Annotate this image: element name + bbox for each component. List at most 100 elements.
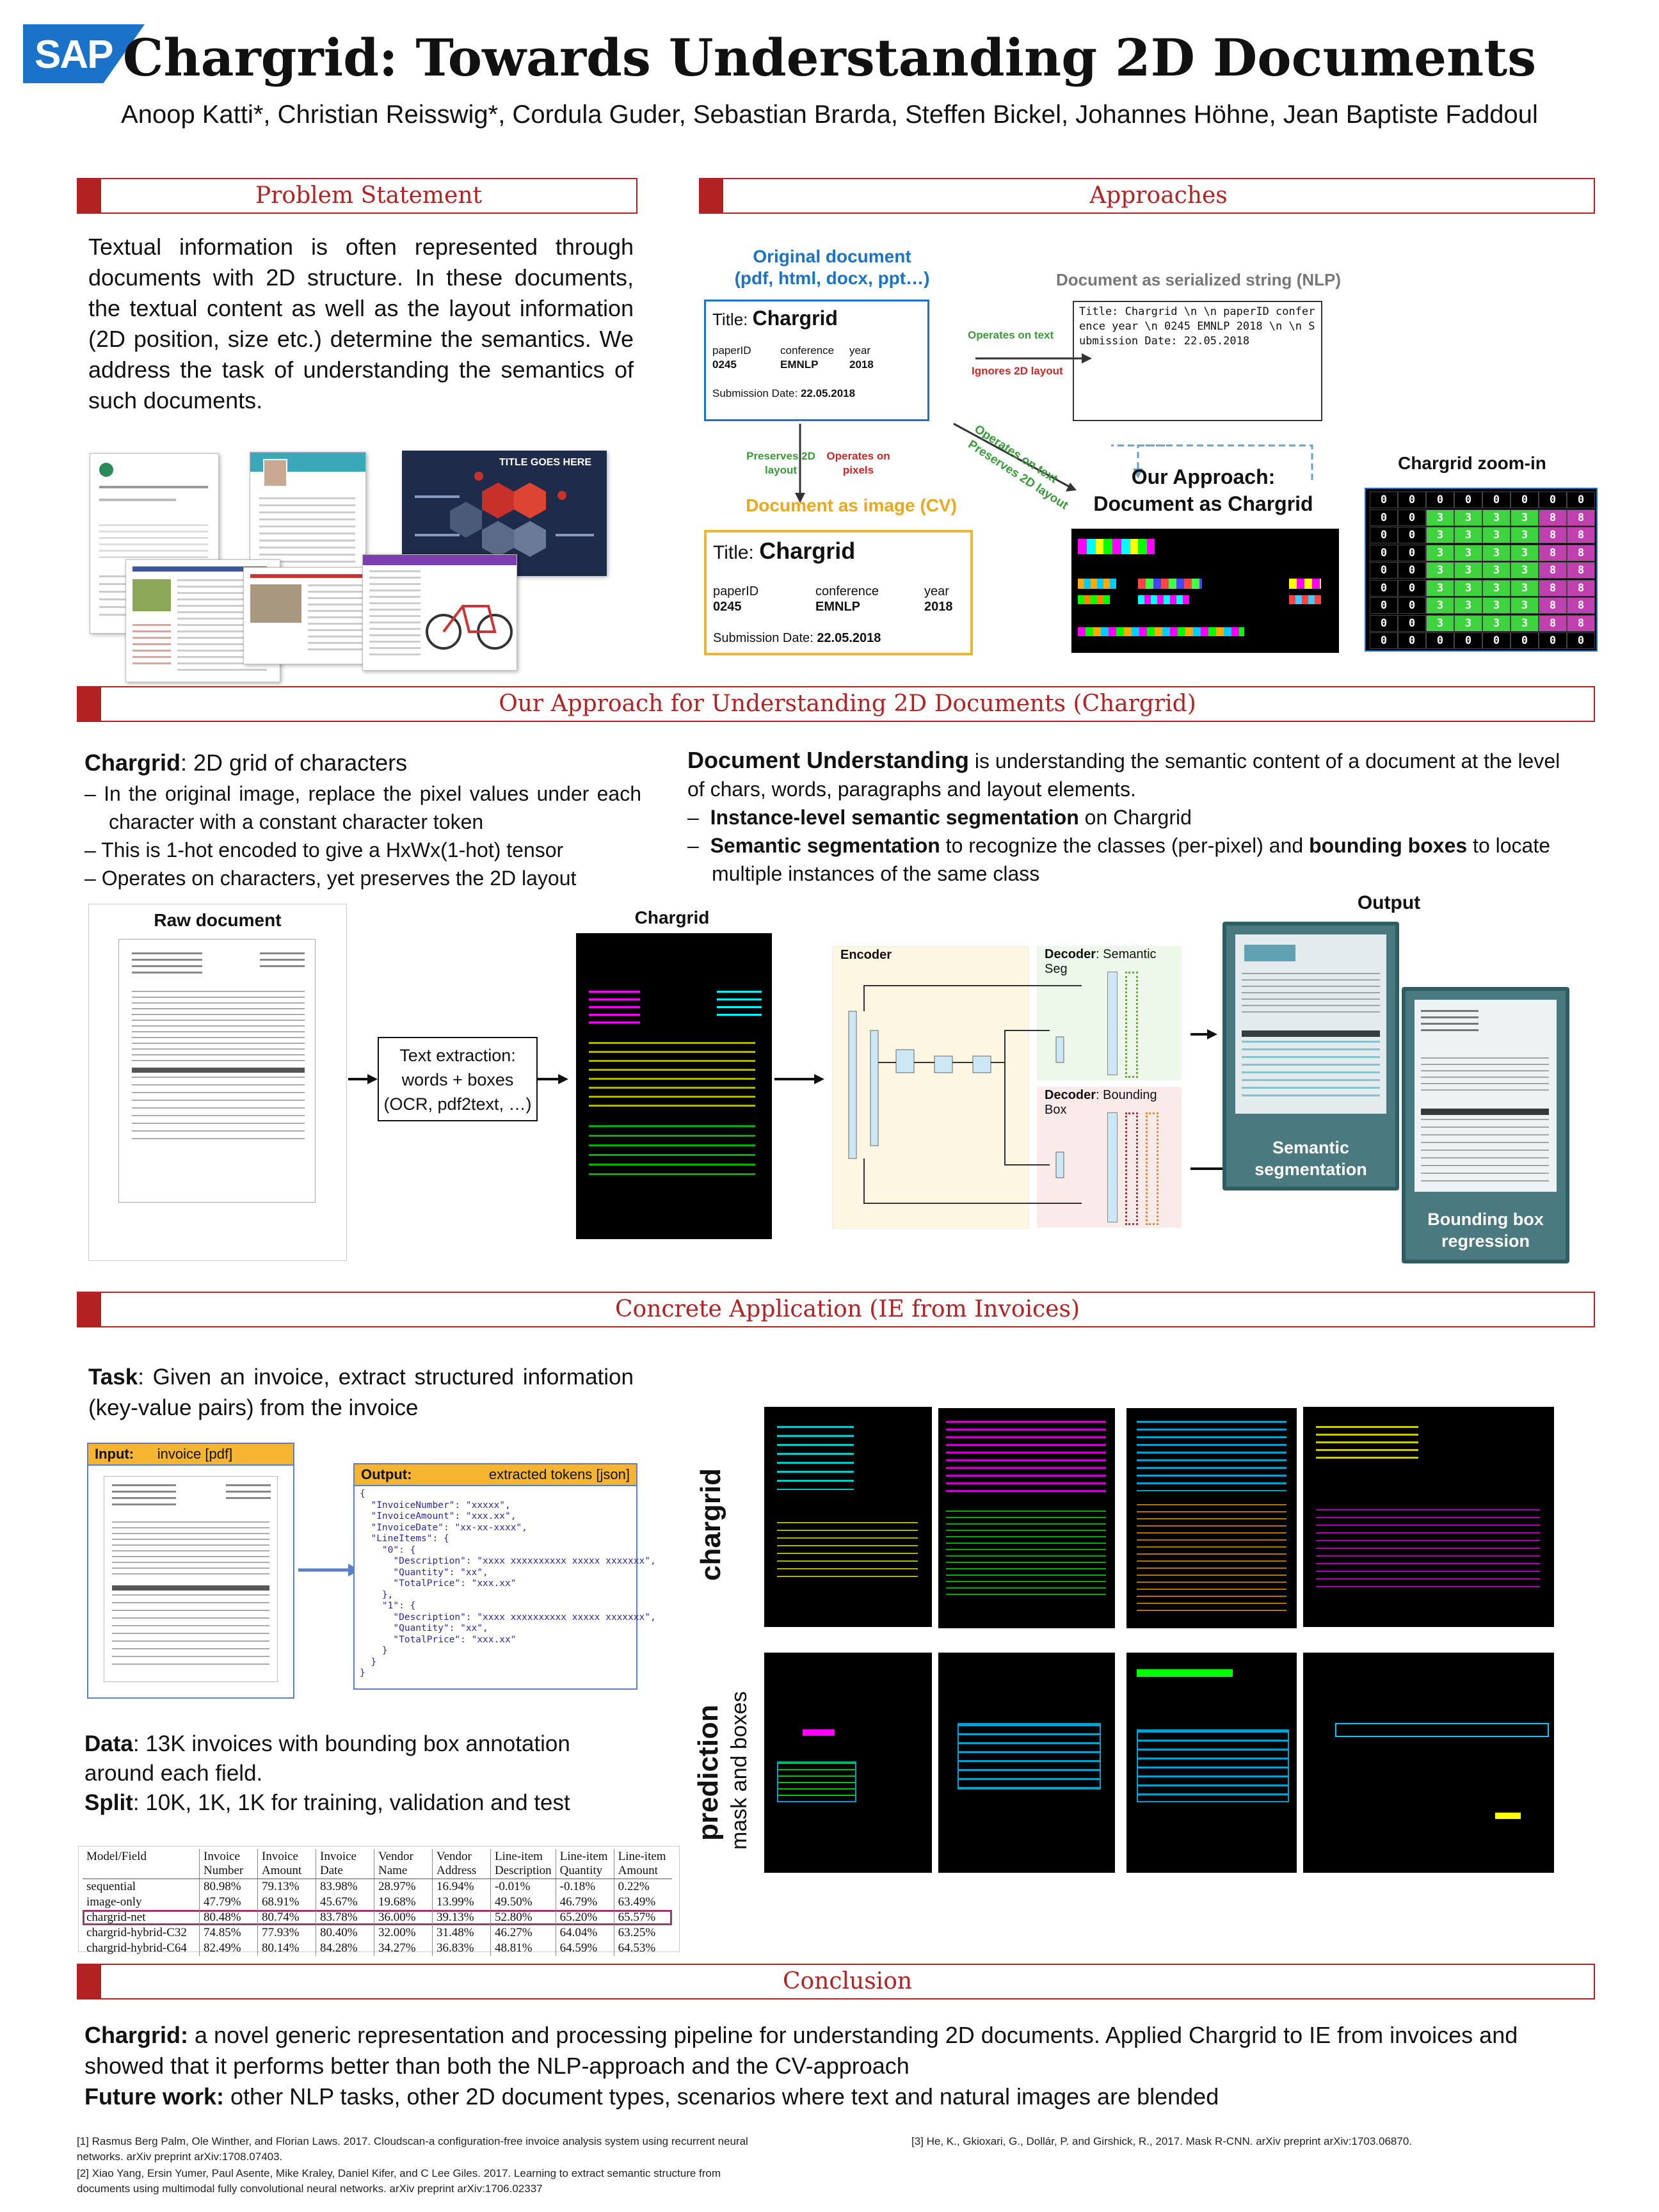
preserves-2d-label: Preserves 2D layout — [746, 450, 815, 476]
table-cell: 79.13% — [257, 1879, 316, 1895]
input-output-arrow — [298, 1564, 360, 1576]
zoom-grid-cell: 3 — [1426, 509, 1454, 526]
approaches-heading-bar: Approaches — [699, 178, 1595, 214]
table-cell: 13.99% — [432, 1895, 491, 1910]
zoom-grid-cell: 3 — [1511, 579, 1539, 597]
table-cell: 65.57% — [613, 1910, 672, 1925]
zoom-grid-cell: 0 — [1370, 614, 1398, 632]
prediction-sample-4 — [1303, 1653, 1554, 1873]
zoom-grid-cell: 3 — [1482, 597, 1511, 614]
chargrid-sample-1 — [764, 1407, 932, 1627]
zoom-grid-cell: 0 — [1454, 492, 1482, 508]
application-heading: Concrete Application (IE from Invoices) — [614, 1296, 1080, 1322]
zoom-grid-cell: 0 — [1511, 492, 1539, 508]
zoom-grid-cell: 3 — [1426, 579, 1454, 597]
our-approach-heading: Our Approach for Understanding 2D Docume… — [499, 691, 1196, 717]
zoom-grid-cell: 0 — [1370, 597, 1398, 614]
zoom-grid-cell: 8 — [1567, 527, 1595, 543]
table-cell: 52.80% — [490, 1910, 556, 1925]
poster-title: Chargrid: Towards Understanding 2D Docum… — [122, 28, 1537, 88]
encoder-panel: Encoder — [832, 946, 1029, 1229]
table-cell: 16.94% — [432, 1879, 491, 1895]
prediction-sample-2 — [938, 1653, 1115, 1873]
table-cell: 39.13% — [432, 1910, 491, 1925]
zoom-grid-cell: 0 — [1398, 492, 1426, 508]
zoom-grid-cell: 3 — [1511, 562, 1539, 579]
table-cell: chargrid-net — [86, 1911, 146, 1924]
raw-document-panel: Raw document — [88, 904, 347, 1261]
table-cell: 36.83% — [432, 1941, 491, 1956]
zoom-grid-cell: 0 — [1370, 632, 1398, 649]
zoom-grid-cell: 3 — [1482, 579, 1511, 597]
zoom-grid-cell: 0 — [1426, 492, 1454, 508]
conclusion-text: Chargrid: a novel generic representation… — [84, 2022, 1518, 2110]
conclusion-heading: Conclusion — [782, 1968, 913, 1994]
zoom-grid-cell: 8 — [1539, 579, 1567, 597]
table-cell: 0.22% — [613, 1879, 672, 1895]
table-cell: chargrid-hybrid-C32 — [86, 1926, 187, 1939]
chargrid-definition: Chargrid: 2D grid of characters — [84, 749, 408, 776]
zoom-grid-cell: 0 — [1454, 632, 1482, 649]
zoom-grid-cell: 3 — [1454, 614, 1482, 632]
table-cell: 77.93% — [257, 1925, 316, 1941]
zoom-grid-cell: 3 — [1454, 562, 1482, 579]
table-cell: sequential — [86, 1880, 136, 1893]
ignores-2d-label: Ignores 2D layout — [972, 365, 1063, 377]
zoom-grid-cell: 0 — [1482, 632, 1511, 649]
table-cell: 68.91% — [257, 1895, 316, 1910]
problem-heading-bar: Problem Statement — [77, 178, 637, 214]
table-cell: 64.04% — [555, 1925, 614, 1941]
zoom-grid-cell: 3 — [1511, 544, 1539, 561]
output-title: Output — [1357, 892, 1421, 913]
zoom-grid-cell: 0 — [1539, 492, 1567, 508]
chargrid-pipeline-image — [576, 933, 772, 1239]
problem-text: Textual information is often represented… — [88, 234, 634, 413]
zoom-grid-cell: 8 — [1567, 509, 1595, 526]
zoom-grid-cell: 3 — [1454, 597, 1482, 614]
zoom-grid-cell: 0 — [1398, 614, 1426, 632]
zoom-grid-cell: 0 — [1398, 632, 1426, 649]
table-cell: 80.48% — [199, 1910, 258, 1925]
zoom-grid-cell: 3 — [1454, 544, 1482, 561]
table-header-cell: Invoice Amount — [257, 1849, 316, 1879]
zoom-grid-cell: 3 — [1426, 562, 1454, 579]
our-approach-label: Our Approach: Document as Chargrid — [1093, 465, 1313, 515]
zoom-grid-cell: 0 — [1426, 632, 1454, 649]
input-invoice-box: Input: invoice [pdf] — [87, 1443, 294, 1699]
zoom-grid-cell: 3 — [1511, 614, 1539, 632]
chargrid-bullet: – Operates on characters, yet preserves … — [84, 867, 577, 890]
table-cell: 82.49% — [199, 1941, 258, 1956]
reference-2: [2] Xiao Yang, Ersin Yumer, Paul Asente,… — [77, 2167, 721, 2195]
zoom-grid-cell: 0 — [1567, 632, 1595, 649]
doc-understanding-text: Document Understanding is understanding … — [687, 747, 1560, 885]
table-cell: -0.01% — [490, 1879, 556, 1895]
zoom-grid-cell: 3 — [1454, 579, 1482, 597]
zoom-grid-cell: 3 — [1426, 544, 1454, 561]
table-header-cell: Line-item Description — [490, 1849, 556, 1879]
side-label-prediction: prediction — [693, 1704, 724, 1841]
table-header-cell: Vendor Address — [432, 1849, 491, 1879]
table-cell: 34.27% — [374, 1941, 433, 1956]
chargrid-sample-3 — [1126, 1408, 1297, 1628]
zoom-grid-cell: 0 — [1398, 579, 1426, 597]
table-cell: 28.97% — [374, 1879, 433, 1895]
zoom-grid-cell: 0 — [1398, 544, 1426, 561]
zoom-grid-cell: 8 — [1567, 597, 1595, 614]
table-cell: 49.50% — [490, 1895, 556, 1910]
zoom-grid-cell: 0 — [1539, 632, 1567, 649]
zoom-grid-cell: 3 — [1426, 614, 1454, 632]
zoom-grid-cell: 8 — [1539, 562, 1567, 579]
zoom-grid-cell: 3 — [1426, 527, 1454, 543]
zoom-grid-cell: 0 — [1370, 562, 1398, 579]
table-cell: 80.98% — [199, 1879, 258, 1895]
table-cell: 84.28% — [316, 1941, 374, 1956]
decoder-seg-panel: Decoder: Semantic Seg — [1037, 946, 1182, 1080]
chargrid-sample-4 — [1303, 1407, 1554, 1627]
